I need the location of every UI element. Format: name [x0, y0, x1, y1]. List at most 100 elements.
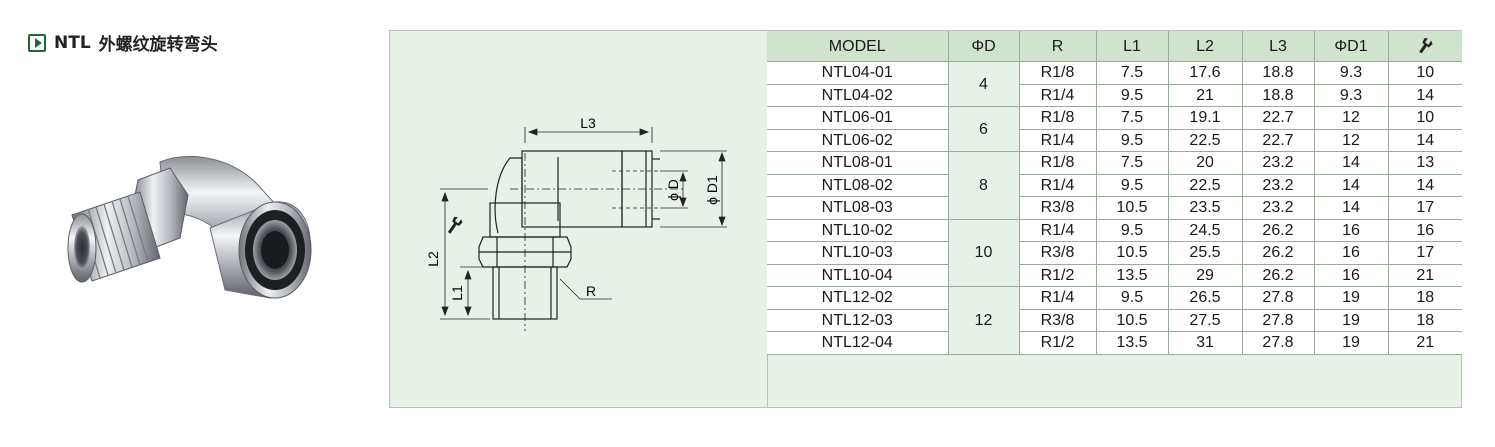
cell-d1: 14 — [1313, 151, 1389, 175]
cell-l2: 24.5 — [1167, 218, 1243, 242]
cell-diameter: 6 — [947, 106, 1020, 152]
header-l1: L1 — [1095, 31, 1169, 62]
cell-thread: R1/2 — [1018, 263, 1097, 287]
cell-l3: 26.2 — [1241, 241, 1315, 265]
cell-wrench-size: 18 — [1387, 286, 1462, 310]
cell-l1: 9.5 — [1095, 128, 1169, 152]
cell-l3: 27.8 — [1241, 331, 1315, 355]
cell-l2: 17.6 — [1167, 61, 1243, 85]
cell-thread: R3/8 — [1018, 308, 1097, 332]
cell-thread: R1/8 — [1018, 106, 1097, 130]
cell-thread: R1/4 — [1018, 218, 1097, 242]
cell-l1: 7.5 — [1095, 106, 1169, 130]
cell-model: NTL10-03 — [767, 241, 949, 265]
cell-l2: 29 — [1167, 263, 1243, 287]
cell-wrench-size: 14 — [1387, 173, 1462, 197]
header-wrench — [1387, 31, 1462, 62]
cell-l1: 9.5 — [1095, 83, 1169, 107]
wrench-icon — [1419, 38, 1433, 54]
cell-thread: R1/8 — [1018, 151, 1097, 175]
cell-l2: 21 — [1167, 83, 1243, 107]
cell-l3: 23.2 — [1241, 173, 1315, 197]
product-code: NTL — [54, 32, 91, 53]
d1-label: ϕ D1 — [704, 175, 720, 205]
r-label: R — [586, 283, 596, 299]
l1-label: L1 — [449, 285, 465, 301]
l2-label: L2 — [425, 251, 441, 267]
cell-model: NTL06-02 — [767, 128, 949, 152]
cell-model: NTL08-01 — [767, 151, 949, 175]
cell-l3: 26.2 — [1241, 263, 1315, 287]
cell-model: NTL10-02 — [767, 218, 949, 242]
cell-model: NTL12-02 — [767, 286, 949, 310]
cell-l1: 10.5 — [1095, 196, 1169, 220]
cell-l3: 18.8 — [1241, 83, 1315, 107]
cell-wrench-size: 10 — [1387, 61, 1462, 85]
cell-l2: 20 — [1167, 151, 1243, 175]
product-photo — [67, 156, 312, 299]
cell-l1: 9.5 — [1095, 286, 1169, 310]
cell-thread: R1/4 — [1018, 286, 1097, 310]
cell-thread: R1/4 — [1018, 173, 1097, 197]
wrench-icon — [447, 216, 463, 234]
cell-l1: 7.5 — [1095, 151, 1169, 175]
cell-l3: 26.2 — [1241, 218, 1315, 242]
cell-wrench-size: 14 — [1387, 128, 1462, 152]
cell-model: NTL08-02 — [767, 173, 949, 197]
cell-wrench-size: 18 — [1387, 308, 1462, 332]
dimension-drawing: L3 ϕ D ϕ D1 L2 L1 R — [390, 31, 768, 407]
cell-wrench-size: 10 — [1387, 106, 1462, 130]
cell-l1: 10.5 — [1095, 308, 1169, 332]
table-header-row: MODEL ΦD R L1 L2 L3 ΦD1 — [767, 31, 1462, 62]
cell-wrench-size: 17 — [1387, 241, 1462, 265]
cell-d1: 12 — [1313, 106, 1389, 130]
product-name: 外螺纹旋转弯头 — [98, 35, 218, 55]
cell-l3: 27.8 — [1241, 308, 1315, 332]
cell-thread: R1/8 — [1018, 61, 1097, 85]
cell-model: NTL10-04 — [767, 263, 949, 287]
cell-l1: 9.5 — [1095, 173, 1169, 197]
cell-l3: 22.7 — [1241, 106, 1315, 130]
header-d1: ΦD1 — [1313, 31, 1389, 62]
cell-d1: 14 — [1313, 196, 1389, 220]
cell-d1: 12 — [1313, 128, 1389, 152]
cell-thread: R3/8 — [1018, 196, 1097, 220]
cell-l1: 13.5 — [1095, 331, 1169, 355]
cell-diameter: 4 — [947, 61, 1020, 107]
cell-l2: 19.1 — [1167, 106, 1243, 130]
spec-panel: L3 ϕ D ϕ D1 L2 L1 R MODEL ΦD R L1 L2 L3 … — [389, 30, 1462, 408]
header-model: MODEL — [767, 31, 949, 62]
cell-d1: 19 — [1313, 308, 1389, 332]
cell-wrench-size: 17 — [1387, 196, 1462, 220]
cell-diameter: 10 — [947, 218, 1020, 287]
cell-l2: 22.5 — [1167, 128, 1243, 152]
cell-model: NTL12-04 — [767, 331, 949, 355]
cell-wrench-size: 21 — [1387, 331, 1462, 355]
cell-thread: R1/2 — [1018, 331, 1097, 355]
header-d: ΦD — [947, 31, 1020, 62]
cell-thread: R1/4 — [1018, 83, 1097, 107]
cell-diameter: 8 — [947, 151, 1020, 220]
cell-d1: 14 — [1313, 173, 1389, 197]
cell-model: NTL04-01 — [767, 61, 949, 85]
cell-l2: 26.5 — [1167, 286, 1243, 310]
l3-label: L3 — [580, 115, 596, 131]
cell-d1: 9.3 — [1313, 61, 1389, 85]
cell-l2: 27.5 — [1167, 308, 1243, 332]
section-heading: NTL 外螺纹旋转弯头 — [28, 30, 218, 55]
cell-d1: 16 — [1313, 263, 1389, 287]
cell-l1: 13.5 — [1095, 263, 1169, 287]
